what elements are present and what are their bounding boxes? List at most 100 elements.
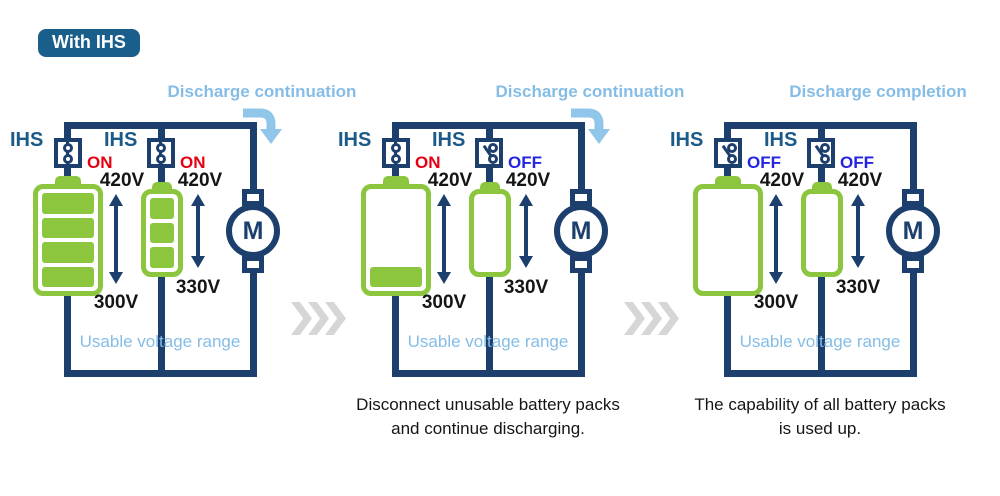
with-ihs-badge: With IHS xyxy=(38,29,140,57)
pack2-min-voltage: 330V xyxy=(835,277,881,298)
stage-caption-line1: Disconnect unusable battery packs xyxy=(356,395,620,414)
battery-terminal xyxy=(383,176,409,188)
switch-state-label: OFF xyxy=(508,153,542,172)
pack1-min-voltage: 300V xyxy=(93,292,139,313)
battery-terminal xyxy=(55,176,81,188)
pack2-max-voltage: 420V xyxy=(837,170,883,191)
switch-contact xyxy=(488,154,498,164)
switch-closed-blade xyxy=(66,142,69,164)
battery-bar xyxy=(150,197,174,219)
battery-charge-level xyxy=(702,193,754,287)
switch-contact xyxy=(156,143,166,153)
usable-voltage-range-label: Usable voltage range xyxy=(407,332,569,351)
stage-title: Discharge continuation xyxy=(167,82,357,101)
ihs-label: IHS xyxy=(338,129,372,151)
stage-separator-icon xyxy=(624,302,679,335)
switch-contact xyxy=(63,154,73,164)
stage-caption: Disconnect unusable battery packs and co… xyxy=(328,393,648,441)
motor-icon: M xyxy=(226,204,280,258)
pack1-min-voltage: 300V xyxy=(753,292,799,313)
motor-terminal xyxy=(570,256,592,273)
voltage-range-arrow xyxy=(191,194,205,268)
ihs-label: IHS xyxy=(432,129,466,151)
switch-contact xyxy=(156,154,166,164)
ihs-label: IHS xyxy=(104,129,138,151)
battery-pack-large xyxy=(361,176,431,296)
motor-terminal xyxy=(902,256,924,273)
usable-voltage-range-label: Usable voltage range xyxy=(79,332,241,351)
battery-terminal xyxy=(715,176,741,188)
discharge-flow-arrow-icon xyxy=(243,108,282,144)
battery-charge-level xyxy=(370,193,422,287)
chevron-right-icon xyxy=(624,302,645,335)
battery-pack-small xyxy=(801,182,843,277)
stage-caption-line2: is used up. xyxy=(778,418,862,438)
stage-caption-line2: and continue discharging. xyxy=(391,418,585,438)
pack1-max-voltage: 420V xyxy=(427,170,473,191)
battery-bar xyxy=(370,266,422,287)
battery-pack-large xyxy=(33,176,103,296)
switch-state-label: OFF xyxy=(747,153,781,172)
stage-caption-line1: The capability of all battery packs xyxy=(694,395,946,414)
battery-charge-level xyxy=(150,197,174,268)
voltage-range-arrow xyxy=(109,194,123,284)
battery-pack-small xyxy=(469,182,511,277)
stage-separator-icon xyxy=(291,302,346,335)
switch-contact xyxy=(391,154,401,164)
switch-contact xyxy=(820,154,830,164)
pack2-max-voltage: 420V xyxy=(177,170,223,191)
motor-icon: M xyxy=(554,204,608,258)
battery-bar xyxy=(42,242,94,263)
pack1-min-voltage: 300V xyxy=(421,292,467,313)
battery-bar xyxy=(42,217,94,238)
chevron-right-icon xyxy=(291,302,312,335)
stage-title: Discharge continuation xyxy=(495,82,685,101)
switch-state-label: OFF xyxy=(840,153,874,172)
switch-contact xyxy=(391,143,401,153)
battery-terminal xyxy=(152,182,172,193)
voltage-range-arrow xyxy=(769,194,783,284)
ihs-label: IHS xyxy=(10,129,44,151)
switch-state-label: ON xyxy=(180,153,206,172)
discharge-stage-panel: Discharge completion IHS IHS OFF OFF xyxy=(660,0,980,460)
stage-title: Discharge completion xyxy=(789,82,967,101)
discharge-stage-panel: Discharge continuation IHS IHS ON ON xyxy=(0,0,356,460)
ihs-label: IHS xyxy=(764,129,798,151)
battery-charge-level xyxy=(42,193,94,287)
switch-contact xyxy=(820,143,830,153)
voltage-range-arrow xyxy=(519,194,533,268)
battery-pack-small xyxy=(141,182,183,277)
stage-caption: The capability of all battery packs is u… xyxy=(660,393,980,441)
switch-contact xyxy=(488,143,498,153)
switch-state-label: ON xyxy=(415,153,441,172)
ihs-switch-icon: ON xyxy=(147,138,206,172)
ihs-switch-icon: OFF xyxy=(475,138,542,172)
switch-contact xyxy=(63,143,73,153)
voltage-range-arrow xyxy=(851,194,865,268)
battery-charge-level xyxy=(810,198,834,268)
pack2-min-voltage: 330V xyxy=(175,277,221,298)
motor-terminal xyxy=(242,189,264,206)
switch-closed-blade xyxy=(394,142,397,164)
voltage-range-arrow xyxy=(437,194,451,284)
usable-voltage-range-label: Usable voltage range xyxy=(739,332,901,351)
pack1-max-voltage: 420V xyxy=(759,170,805,191)
ihs-switch-icon: OFF xyxy=(807,138,874,172)
motor-terminal xyxy=(242,256,264,273)
battery-terminal xyxy=(812,182,832,193)
pack2-min-voltage: 330V xyxy=(503,277,549,298)
ihs-switch-icon: OFF xyxy=(714,138,781,172)
motor-icon: M xyxy=(886,204,940,258)
switch-state-label: ON xyxy=(87,153,113,172)
battery-bar xyxy=(42,193,94,214)
battery-pack-large xyxy=(693,176,763,296)
discharge-stage-panel: Discharge continuation IHS IHS ON OFF xyxy=(328,0,684,460)
ihs-label: IHS xyxy=(670,129,704,151)
motor-terminal xyxy=(902,189,924,206)
discharge-flow-arrow-icon xyxy=(571,108,610,144)
switch-closed-blade xyxy=(159,142,162,164)
ihs-switch-icon: ON xyxy=(382,138,441,172)
battery-bar xyxy=(42,266,94,287)
battery-bar xyxy=(150,222,174,244)
pack1-max-voltage: 420V xyxy=(99,170,145,191)
